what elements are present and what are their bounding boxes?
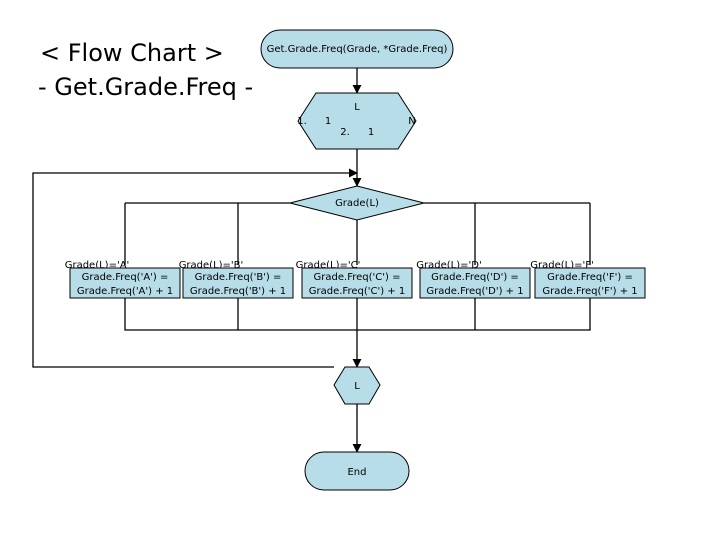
process-line-2: Grade.Freq('D') + 1 bbox=[426, 286, 523, 297]
loop-start-variable: L bbox=[354, 102, 360, 113]
branch-d: Grade(L)='D' Grade.Freq('D') = Grade.Fre… bbox=[416, 260, 531, 299]
page-title: < Flow Chart > bbox=[40, 39, 224, 67]
branch-condition: Grade(L)='C' bbox=[296, 260, 361, 271]
process-line-1: Grade.Freq('F') = bbox=[547, 272, 633, 283]
process-line-2: Grade.Freq('A') + 1 bbox=[77, 286, 173, 297]
branch-f: Grade(L)='F' Grade.Freq('F') = Grade.Fre… bbox=[530, 260, 646, 299]
process-line-1: Grade.Freq('B') = bbox=[195, 272, 282, 283]
start-label: Get.Grade.Freq(Grade, *Grade.Freq) bbox=[267, 44, 448, 55]
loop-end-hexagon bbox=[333, 366, 381, 405]
loop-start-step-value: 1 bbox=[368, 127, 374, 138]
page-subtitle: - Get.Grade.Freq - bbox=[38, 73, 254, 101]
process-line-1: Grade.Freq('C') = bbox=[314, 272, 401, 283]
branch-condition: Grade(L)='D' bbox=[416, 260, 481, 271]
start-terminator bbox=[260, 29, 454, 69]
branch-condition: Grade(L)='B' bbox=[179, 260, 244, 271]
end-terminator bbox=[304, 451, 410, 491]
end-label: End bbox=[347, 467, 366, 478]
decision-label: Grade(L) bbox=[335, 198, 379, 209]
loop-start-limit: N bbox=[408, 116, 415, 127]
branch-a: Grade(L)='A' Grade.Freq('A') = Grade.Fre… bbox=[65, 260, 181, 299]
branch-condition: Grade(L)='F' bbox=[530, 260, 594, 271]
loop-start-initial: 1. bbox=[297, 116, 307, 127]
connector-lines bbox=[32, 68, 591, 453]
arrow-loop-back bbox=[32, 168, 358, 368]
process-line-1: Grade.Freq('A') = bbox=[82, 272, 169, 283]
branch-condition: Grade(L)='A' bbox=[65, 260, 130, 271]
process-line-2: Grade.Freq('C') + 1 bbox=[309, 286, 405, 297]
branch-c: Grade(L)='C' Grade.Freq('C') = Grade.Fre… bbox=[296, 260, 413, 299]
process-box bbox=[534, 267, 646, 299]
decision-diamond bbox=[289, 185, 425, 221]
process-box bbox=[419, 267, 531, 299]
process-box bbox=[182, 267, 294, 299]
branch-b: Grade(L)='B' Grade.Freq('B') = Grade.Fre… bbox=[179, 260, 294, 299]
process-line-2: Grade.Freq('F') + 1 bbox=[542, 286, 637, 297]
loop-end-label: L bbox=[354, 381, 360, 392]
process-box bbox=[301, 267, 413, 299]
process-box bbox=[69, 267, 181, 299]
process-line-2: Grade.Freq('B') + 1 bbox=[190, 286, 286, 297]
loop-start-initial-value: 1 bbox=[325, 116, 331, 127]
loop-start-hexagon bbox=[297, 92, 417, 150]
process-line-1: Grade.Freq('D') = bbox=[431, 272, 519, 283]
loop-start-step-label: 2. bbox=[340, 127, 350, 138]
